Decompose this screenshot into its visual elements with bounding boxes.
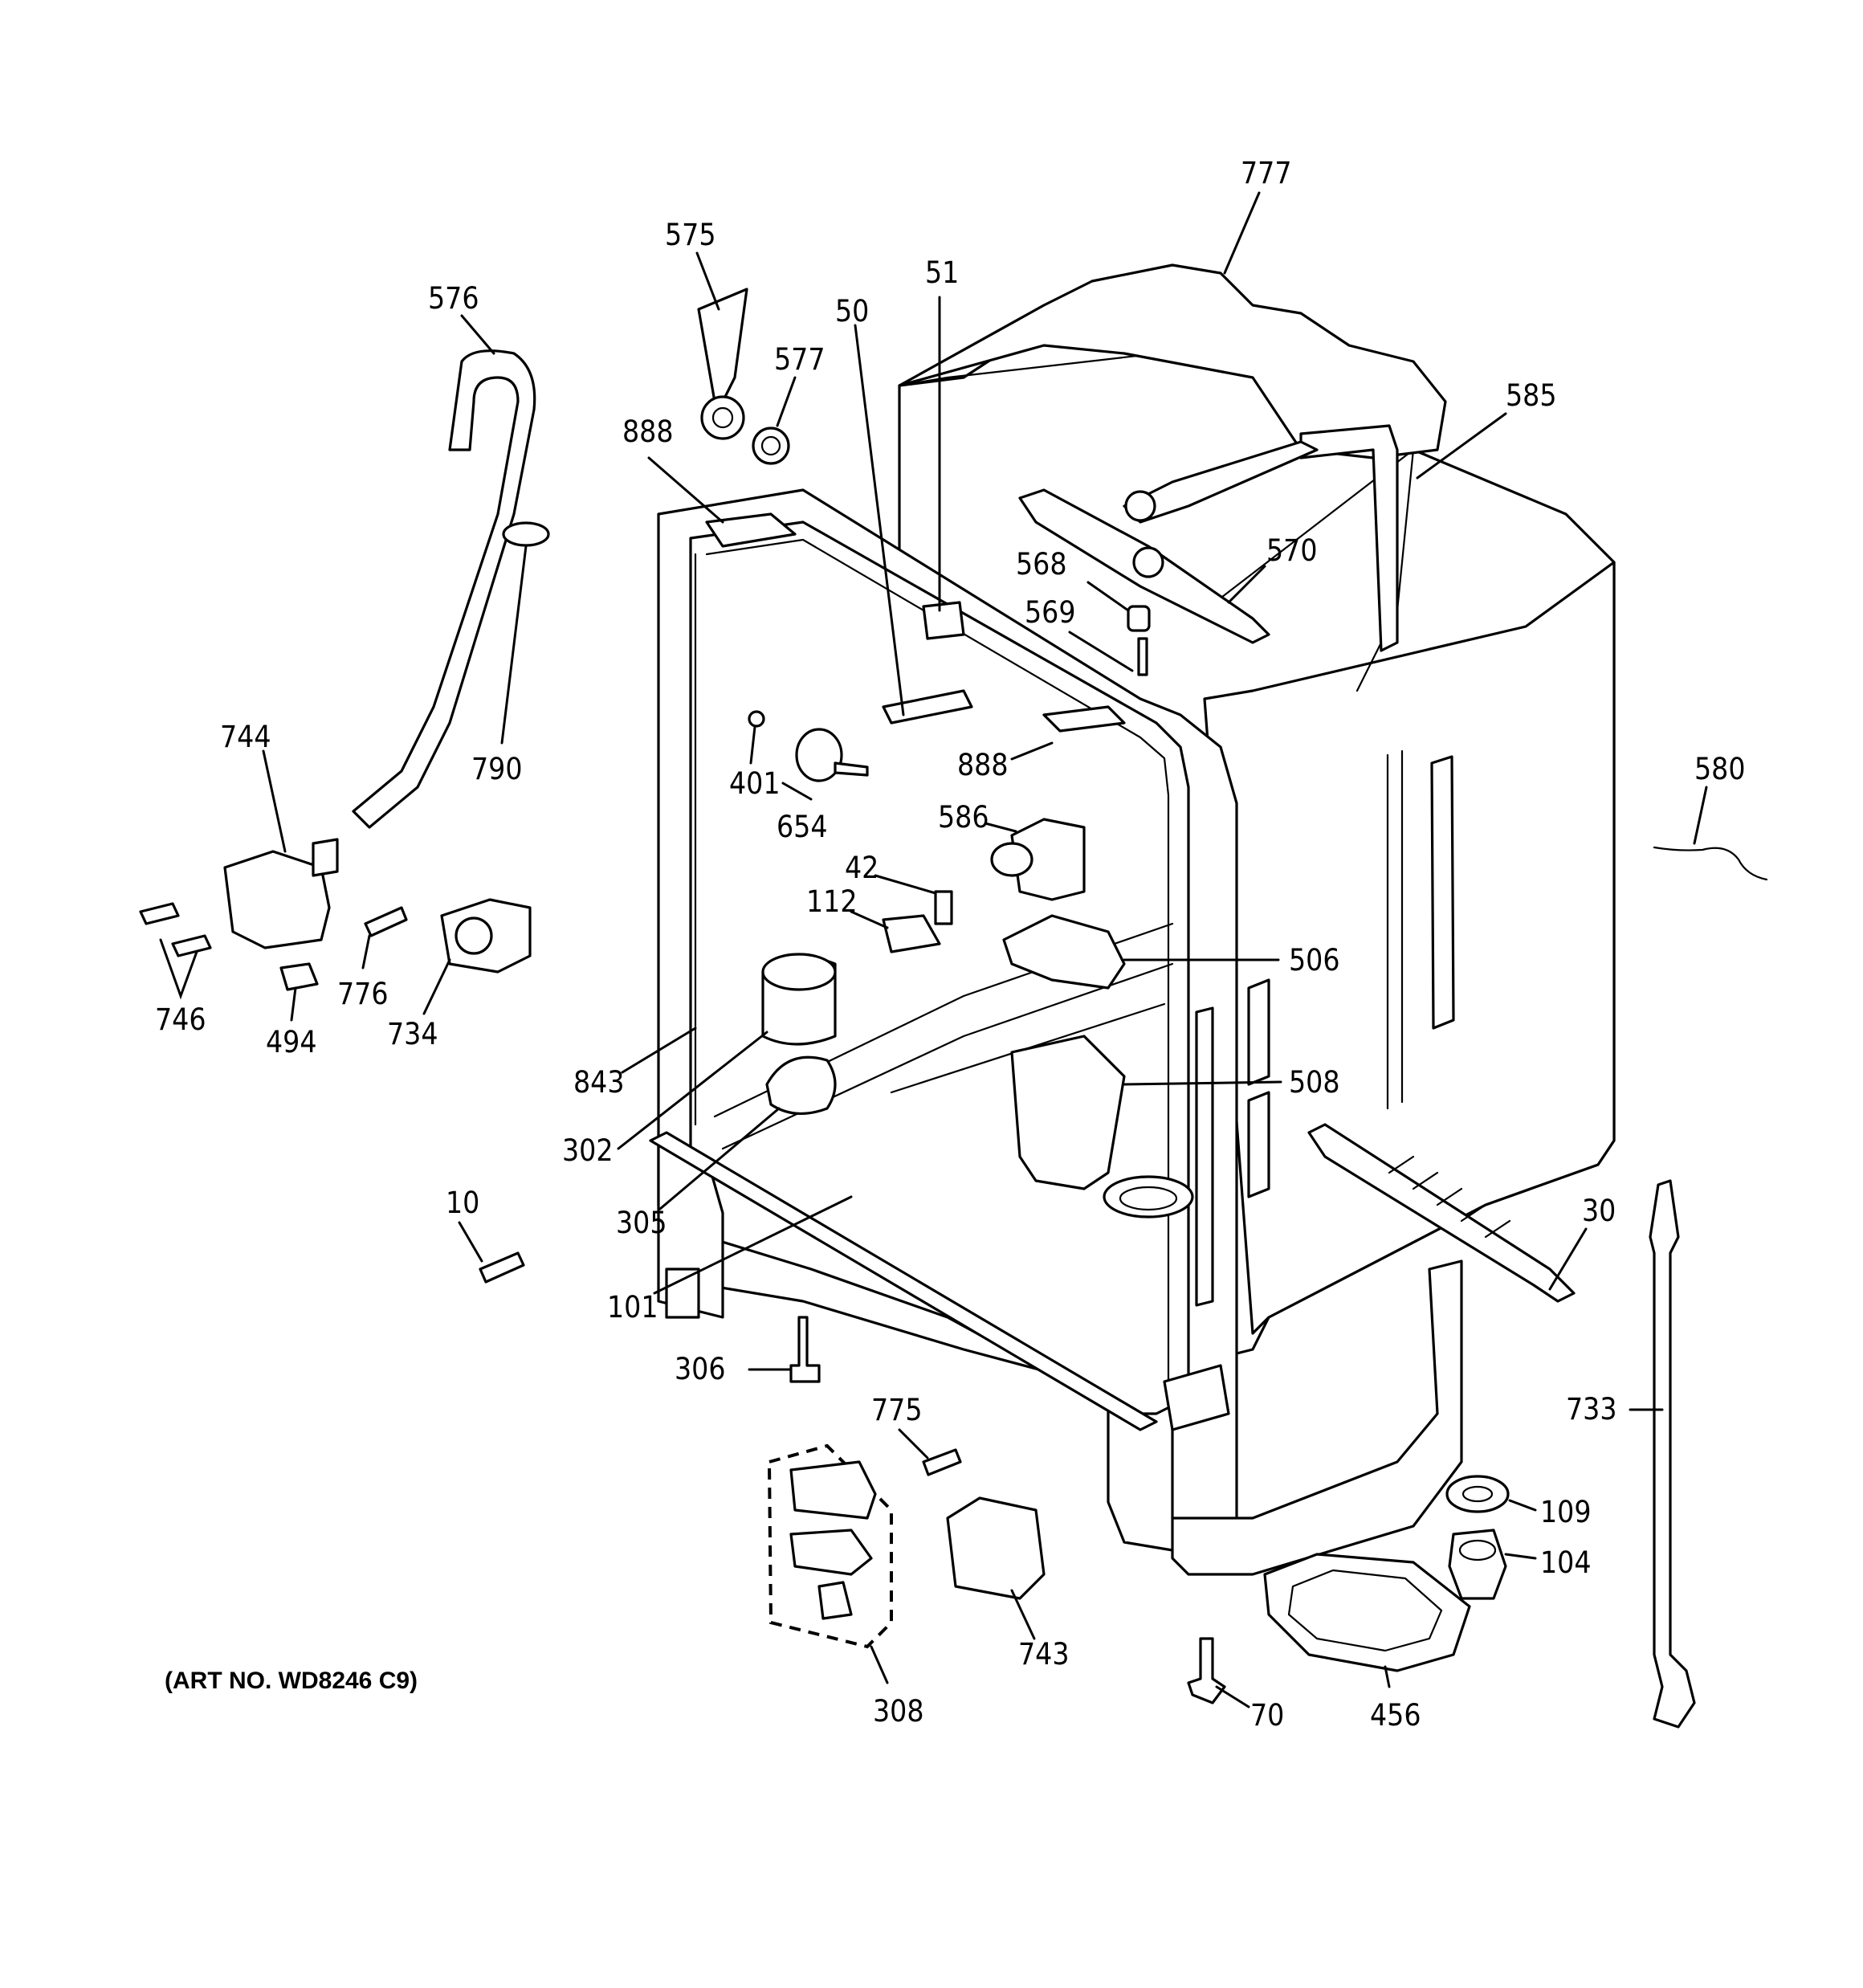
callout-843: 843 [573, 1065, 625, 1100]
callout-109: 109 [1540, 1495, 1592, 1529]
part-580-wire [1653, 846, 1768, 881]
callout-456: 456 [1370, 1698, 1421, 1733]
callout-777: 777 [1241, 156, 1292, 190]
part-51-clip [922, 601, 965, 640]
art-number: (ART NO. WD8246 C9) [165, 1668, 418, 1694]
part-586-valve [1010, 818, 1086, 901]
callout-42: 42 [845, 851, 879, 885]
part-577-nut [700, 395, 745, 440]
callout-775: 775 [871, 1393, 923, 1427]
callout-888-right: 888 [957, 748, 1009, 782]
part-777-insulation [898, 263, 1447, 459]
callout-790: 790 [471, 752, 523, 786]
part-10-screw [479, 1251, 525, 1284]
part-733-door-cable [1649, 1179, 1696, 1729]
callout-585: 585 [1506, 378, 1557, 413]
callout-401: 401 [729, 766, 781, 801]
callout-569: 569 [1025, 595, 1076, 630]
callout-101: 101 [607, 1290, 658, 1325]
part-494-clip [279, 962, 319, 991]
callout-586: 586 [938, 800, 989, 835]
part-104-nut [1448, 1529, 1507, 1600]
part-888-bracket-right [1042, 705, 1126, 733]
part-112-clip [882, 914, 941, 953]
callout-570: 570 [1266, 533, 1318, 568]
callout-112: 112 [806, 884, 858, 919]
callout-10: 10 [446, 1186, 479, 1220]
part-506-filter [1002, 914, 1126, 990]
part-654-rinse-cap [795, 728, 843, 782]
callout-506: 506 [1289, 943, 1340, 978]
callout-306: 306 [675, 1352, 726, 1386]
callout-50: 50 [835, 294, 869, 329]
part-50-clip [882, 689, 973, 725]
callout-575: 575 [665, 218, 716, 252]
part-568-nut [1127, 605, 1151, 632]
callout-30: 30 [1582, 1194, 1616, 1228]
callout-51: 51 [925, 255, 959, 290]
part-570-spray-arm-2 [1123, 440, 1319, 524]
callout-305: 305 [616, 1206, 667, 1240]
part-456-drip-pan [1263, 1553, 1471, 1672]
callout-744: 744 [220, 720, 271, 754]
part-569-screw [1137, 637, 1148, 676]
part-308-latch-kit [767, 1443, 893, 1649]
part-305-cap [765, 1055, 837, 1116]
callout-580: 580 [1694, 752, 1746, 786]
callout-308: 308 [873, 1694, 924, 1729]
callout-733: 733 [1566, 1392, 1617, 1427]
callout-70: 70 [1250, 1698, 1284, 1733]
callout-494: 494 [266, 1025, 317, 1059]
callout-888-top: 888 [622, 414, 674, 449]
part-775-screw [922, 1448, 962, 1476]
part-743-module [946, 1496, 1046, 1600]
leader-lines [159, 191, 1708, 1708]
part-306-leveling-leg [789, 1316, 821, 1383]
part-575-fill-funnel [697, 288, 748, 403]
callout-576: 576 [428, 281, 479, 316]
part-30-spring [1307, 1123, 1576, 1303]
part-746-screw-a [139, 902, 180, 925]
part-790-clamp [502, 521, 550, 547]
part-888-bracket-top [705, 512, 797, 548]
part-746-screw-b [171, 934, 212, 957]
callout-104: 104 [1540, 1545, 1592, 1580]
callout-508: 508 [1289, 1065, 1340, 1100]
part-109-ring [1445, 1475, 1510, 1513]
callout-734: 734 [387, 1017, 438, 1051]
callout-743: 743 [1018, 1637, 1070, 1672]
callout-776: 776 [337, 977, 389, 1011]
part-42-screw [934, 890, 953, 925]
callout-746: 746 [155, 1002, 206, 1037]
callout-302: 302 [562, 1133, 614, 1168]
part-70-leveling-leg [1187, 1637, 1226, 1704]
callout-labels: 777 575 51 576 50 577 585 888 568 570 56… [155, 156, 1746, 1733]
callout-654: 654 [777, 810, 828, 844]
callout-577: 577 [774, 342, 826, 377]
part-744-inlet-valve [223, 850, 331, 949]
part-776-screw [364, 906, 408, 937]
part-576-fill-hose [352, 349, 536, 829]
callout-568: 568 [1016, 547, 1067, 582]
part-401-plug [748, 710, 765, 728]
part-508-basket [1010, 1035, 1126, 1190]
